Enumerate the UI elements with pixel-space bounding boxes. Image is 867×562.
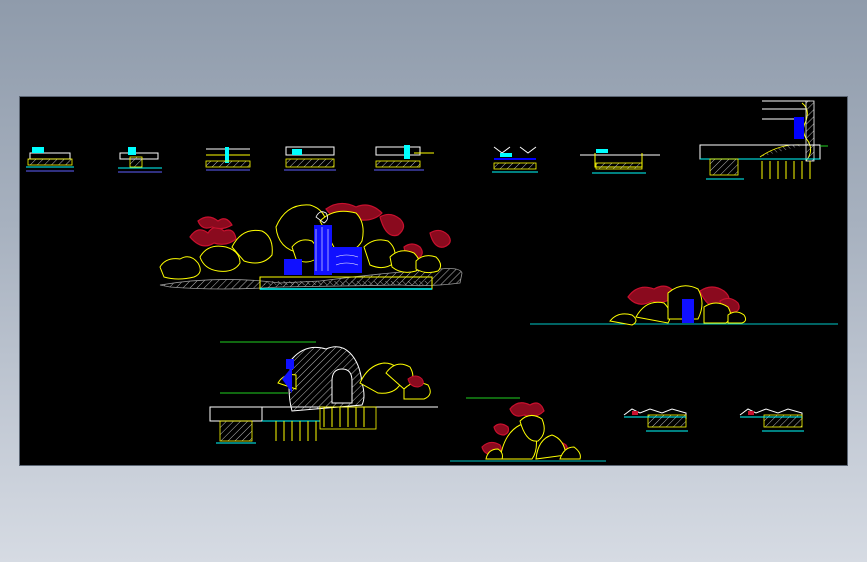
- cad-drawing-viewport[interactable]: [20, 97, 847, 465]
- cad-drawing-canvas: [26, 100, 838, 462]
- section-detail-7: [580, 149, 660, 174]
- pond-edge-detail-1: [623, 408, 688, 432]
- rock-pile-elevation: [450, 397, 606, 462]
- section-detail-8: [699, 100, 828, 180]
- pond-edge-detail-2: [739, 408, 804, 432]
- main-rockery-elevation: [159, 202, 463, 290]
- section-detail-4: [284, 146, 336, 171]
- section-detail-6: [492, 146, 538, 173]
- section-detail-1: [26, 147, 74, 172]
- section-detail-5: [374, 145, 434, 171]
- rockery-cave-section: [209, 341, 438, 444]
- section-detail-3: [205, 147, 251, 171]
- section-detail-2: [118, 147, 162, 173]
- small-rockery-elevation: [530, 285, 838, 326]
